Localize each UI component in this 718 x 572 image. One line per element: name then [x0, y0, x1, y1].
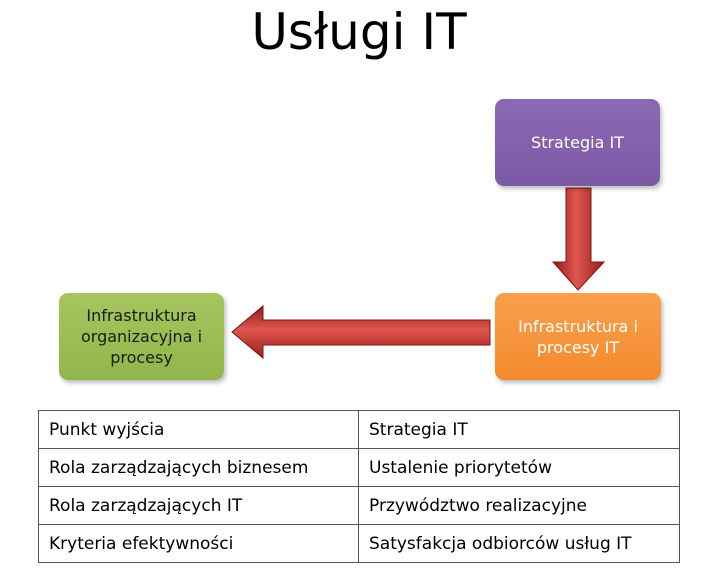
info-table: Punkt wyjścia Strategia IT Rola zarządza… — [38, 410, 680, 563]
table-row: Rola zarządzających biznesem Ustalenie p… — [38, 448, 680, 487]
table-cell: Rola zarządzających biznesem — [38, 448, 359, 487]
down-arrow — [551, 187, 606, 291]
table-cell: Ustalenie priorytetów — [358, 448, 680, 487]
page-title: Usługi IT — [251, 3, 467, 61]
node-label: Infrastruktura organizacyjna i procesy — [80, 306, 203, 367]
table-cell: Satysfakcja odbiorców usług IT — [358, 524, 680, 563]
table-cell: Rola zarządzających IT — [38, 486, 359, 525]
node-label: Strategia IT — [531, 133, 624, 152]
node-label: Infrastruktura i procesy IT — [518, 316, 638, 357]
table-cell: Przywództwo realizacyjne — [358, 486, 680, 525]
table-cell: Strategia IT — [358, 410, 680, 449]
node-infrastruktura-procesy-it: Infrastruktura i procesy IT — [495, 293, 661, 380]
table-cell: Kryteria efektywności — [38, 524, 359, 563]
table-cell: Punkt wyjścia — [38, 410, 359, 449]
table-row: Kryteria efektywności Satysfakcja odbior… — [38, 524, 680, 563]
table-row: Rola zarządzających IT Przywództwo reali… — [38, 486, 680, 525]
table-row: Punkt wyjścia Strategia IT — [38, 410, 680, 449]
left-arrow — [231, 304, 491, 360]
node-infrastruktura-organizacyjna: Infrastruktura organizacyjna i procesy — [59, 293, 224, 380]
node-strategia-it: Strategia IT — [495, 99, 660, 186]
